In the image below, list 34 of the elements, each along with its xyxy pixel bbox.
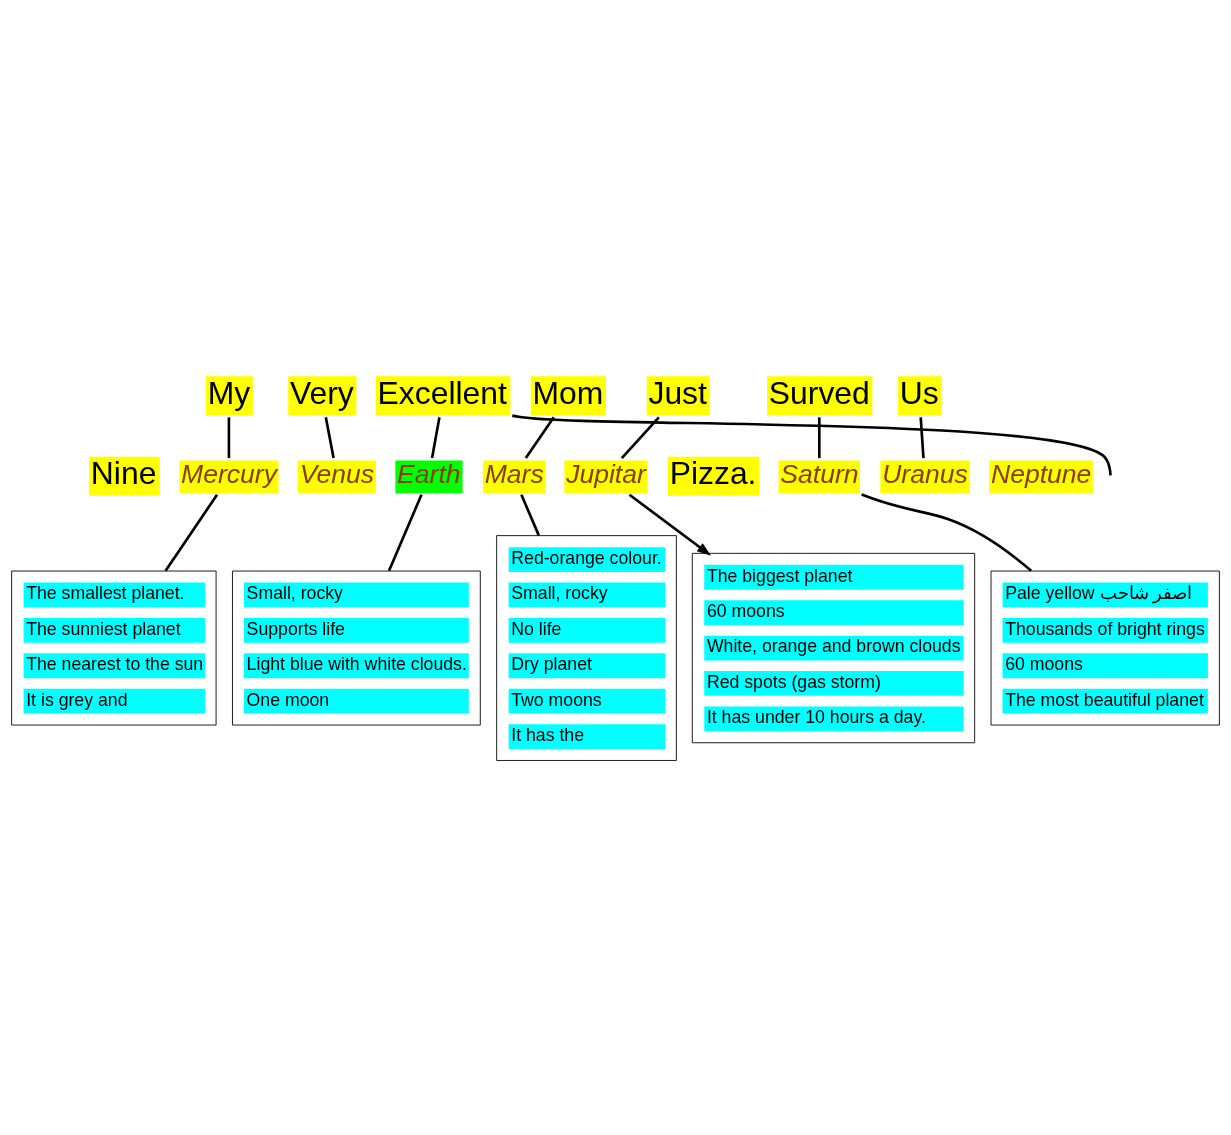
node-box: Mars [482,460,546,494]
arrow [628,493,712,556]
node-box: Neptune [989,460,1093,494]
node-box: Venus [297,460,376,494]
connector [524,416,555,459]
node-box: Excellent [375,376,511,416]
node-box: Us [898,376,942,416]
connector [227,417,231,459]
connector [387,494,423,572]
node-box: Red-orange colour. Small, rocky No life Dry planet Two moons It has the [496,535,677,761]
node-box: The biggest planet 60 moons White, orange and brown clouds Red spots (gas storm) It has under 10 hours a day. [691,552,976,744]
node-box: Just [646,376,710,416]
connector [520,494,540,536]
node-box: Small, rocky Supports life Light blue with white clouds. One moon [232,570,481,726]
node-box: Mercury [179,460,279,494]
node-box: The smallest planet. The sunniest planet The nearest to the sun It is grey and [11,570,217,726]
node-box: Saturn [778,460,860,494]
connector [817,417,821,459]
node-box: Uranus [880,460,970,494]
node-box: Mom [530,376,606,416]
connector [512,414,1112,476]
node-box: Earth [395,460,463,494]
connector [861,493,1033,572]
connector [620,416,660,459]
connector [430,417,441,459]
connector [164,494,219,572]
connector [324,417,335,459]
node-box: Surved [767,376,873,416]
node-box: Pizza. [667,456,760,496]
node-box: Jupitar [564,460,648,494]
node-box: Very [288,376,357,416]
node-box: My [205,376,253,416]
connector [919,417,925,459]
node-box: Nine [89,456,160,496]
